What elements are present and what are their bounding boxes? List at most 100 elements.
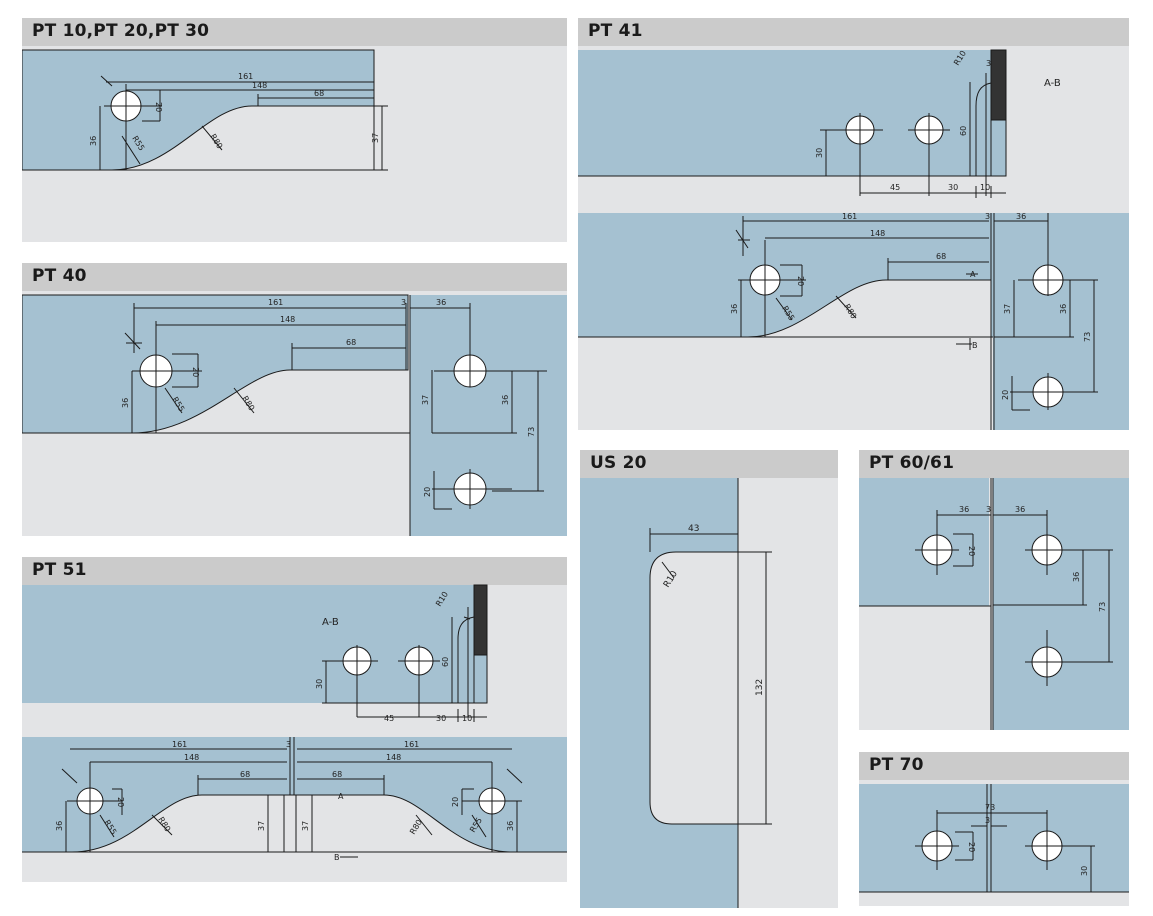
- dim-label: 10: [462, 714, 472, 723]
- glass-pane: [859, 784, 1129, 892]
- panel-pt41: PT 41: [578, 18, 1129, 430]
- section-label: B: [334, 853, 340, 862]
- dim-label: 73: [985, 803, 995, 812]
- clamp-grip: [473, 584, 488, 656]
- pt70-drawing: 73 3 20 30: [859, 784, 1129, 893]
- panel-header: PT 51: [22, 557, 567, 585]
- glass-pane: [22, 49, 375, 171]
- dim-label: 36: [1072, 572, 1081, 582]
- clamp-plate: [473, 654, 488, 704]
- panel-pt51: PT 51: [22, 557, 567, 882]
- dim-label: 20: [967, 842, 976, 852]
- dim-label: 20: [191, 367, 200, 377]
- dim-label: 45: [890, 183, 900, 192]
- panel-title: PT 60/61: [869, 453, 955, 473]
- dim-label: 73: [1083, 332, 1092, 342]
- dim-label: 36: [501, 395, 510, 405]
- dim-label: 30: [315, 679, 324, 689]
- pt40-drawing: 161 148 68 3 36 20 36 37 36 73 20 R55 R8…: [22, 294, 567, 536]
- dim-label: 10: [980, 183, 990, 192]
- pt10-drawing: 161 148 68 20 36 37 R55 R80: [22, 49, 388, 171]
- dim-label: 43: [688, 524, 699, 534]
- dim-label: 37: [421, 395, 430, 405]
- panel-title: PT 40: [32, 266, 87, 286]
- panel-header: PT 60/61: [859, 450, 1129, 478]
- dim-label: R80: [208, 132, 224, 150]
- dim-label: 60: [441, 657, 450, 667]
- dim-label: 148: [184, 753, 199, 762]
- dim-label: 36: [730, 304, 739, 314]
- dim-label: 161: [268, 298, 283, 307]
- dim-label: 20: [1001, 390, 1010, 400]
- dim-label: 161: [404, 740, 419, 749]
- dim-label: 37: [371, 133, 380, 143]
- glass-cutout: [747, 279, 992, 338]
- panel-header: PT 40: [22, 263, 567, 291]
- panel-header: US 20: [580, 450, 838, 478]
- dim-label: 20: [423, 487, 432, 497]
- panel-header: PT 41: [578, 18, 1129, 46]
- panel-title: US 20: [590, 453, 647, 473]
- panel-title: PT 51: [32, 560, 87, 580]
- dim-label: 3: [286, 740, 291, 749]
- notch-outline: [649, 551, 738, 825]
- glass-pane: [22, 585, 487, 703]
- dim-label: 148: [386, 753, 401, 762]
- panel-header: PT 70: [859, 752, 1129, 780]
- dim-label: 37: [1003, 304, 1012, 314]
- panel-us20: US 20 43 132 R10: [580, 450, 838, 908]
- dim-label: 36: [436, 298, 446, 307]
- dim-label: 3: [985, 212, 990, 221]
- dim-label: 36: [1016, 212, 1026, 221]
- dim-label: 148: [870, 229, 885, 238]
- dim-label: 30: [815, 148, 824, 158]
- panel-title: PT 41: [588, 21, 643, 41]
- panel-pt70: PT 70 73 3 20 30: [859, 752, 1129, 906]
- section-label: B: [972, 341, 978, 350]
- glass-pane: [578, 50, 1006, 176]
- dim-label: 20: [116, 797, 125, 807]
- dim-label: 20: [451, 797, 460, 807]
- dim-label: 30: [948, 183, 958, 192]
- dim-label: R10: [662, 569, 680, 590]
- glass-pane: [580, 478, 738, 908]
- dim-label: 3: [985, 816, 990, 825]
- dim-label: 45: [384, 714, 394, 723]
- panel-header: PT 10,PT 20,PT 30: [22, 18, 567, 46]
- glass-pane: [410, 295, 567, 536]
- pt41-drawing: A-B R10 3 30 60 45 30 10 161 3 36 148 68…: [578, 49, 1129, 430]
- dim-label: 36: [506, 821, 515, 831]
- pt51-drawing: A-B R10 30 60 45 30 10 161 161 3 148 148…: [22, 584, 567, 862]
- glass-pane: [22, 294, 409, 434]
- clamp-grip: [990, 49, 1007, 121]
- dim-label: 148: [280, 315, 295, 324]
- section-label: A: [970, 270, 976, 279]
- dim-label: 148: [252, 81, 267, 90]
- dim-label: 68: [936, 252, 946, 261]
- pt60-drawing: 36 3 36 20 36 73: [859, 478, 1129, 730]
- section-label: A-B: [322, 617, 339, 628]
- panel-title: PT 10,PT 20,PT 30: [32, 21, 210, 41]
- us20-drawing: 43 132 R10: [580, 478, 772, 908]
- panel-pt60: PT 60/61 36 3 36 20 36 73: [859, 450, 1129, 730]
- dim-label: 60: [959, 126, 968, 136]
- dim-label: 37: [301, 821, 310, 831]
- dim-label: 73: [1098, 602, 1107, 612]
- section-label: A: [338, 792, 344, 801]
- dim-label: 3: [986, 505, 991, 514]
- dim-label: 3: [986, 59, 991, 68]
- dim-label: 20: [796, 276, 805, 286]
- dim-label: 161: [842, 212, 857, 221]
- dim-label: 20: [154, 102, 163, 112]
- glass-pane: [993, 478, 1129, 730]
- glass-gap: [283, 794, 297, 853]
- dim-label: 3: [401, 298, 406, 307]
- dim-label: 68: [332, 770, 342, 779]
- dim-label: 30: [1080, 866, 1089, 876]
- dim-label: 161: [238, 72, 253, 81]
- dim-label: 36: [959, 505, 969, 514]
- dim-label: 36: [1059, 304, 1068, 314]
- dim-label: 73: [527, 427, 536, 437]
- dim-label: 68: [240, 770, 250, 779]
- dim-label: 36: [121, 398, 130, 408]
